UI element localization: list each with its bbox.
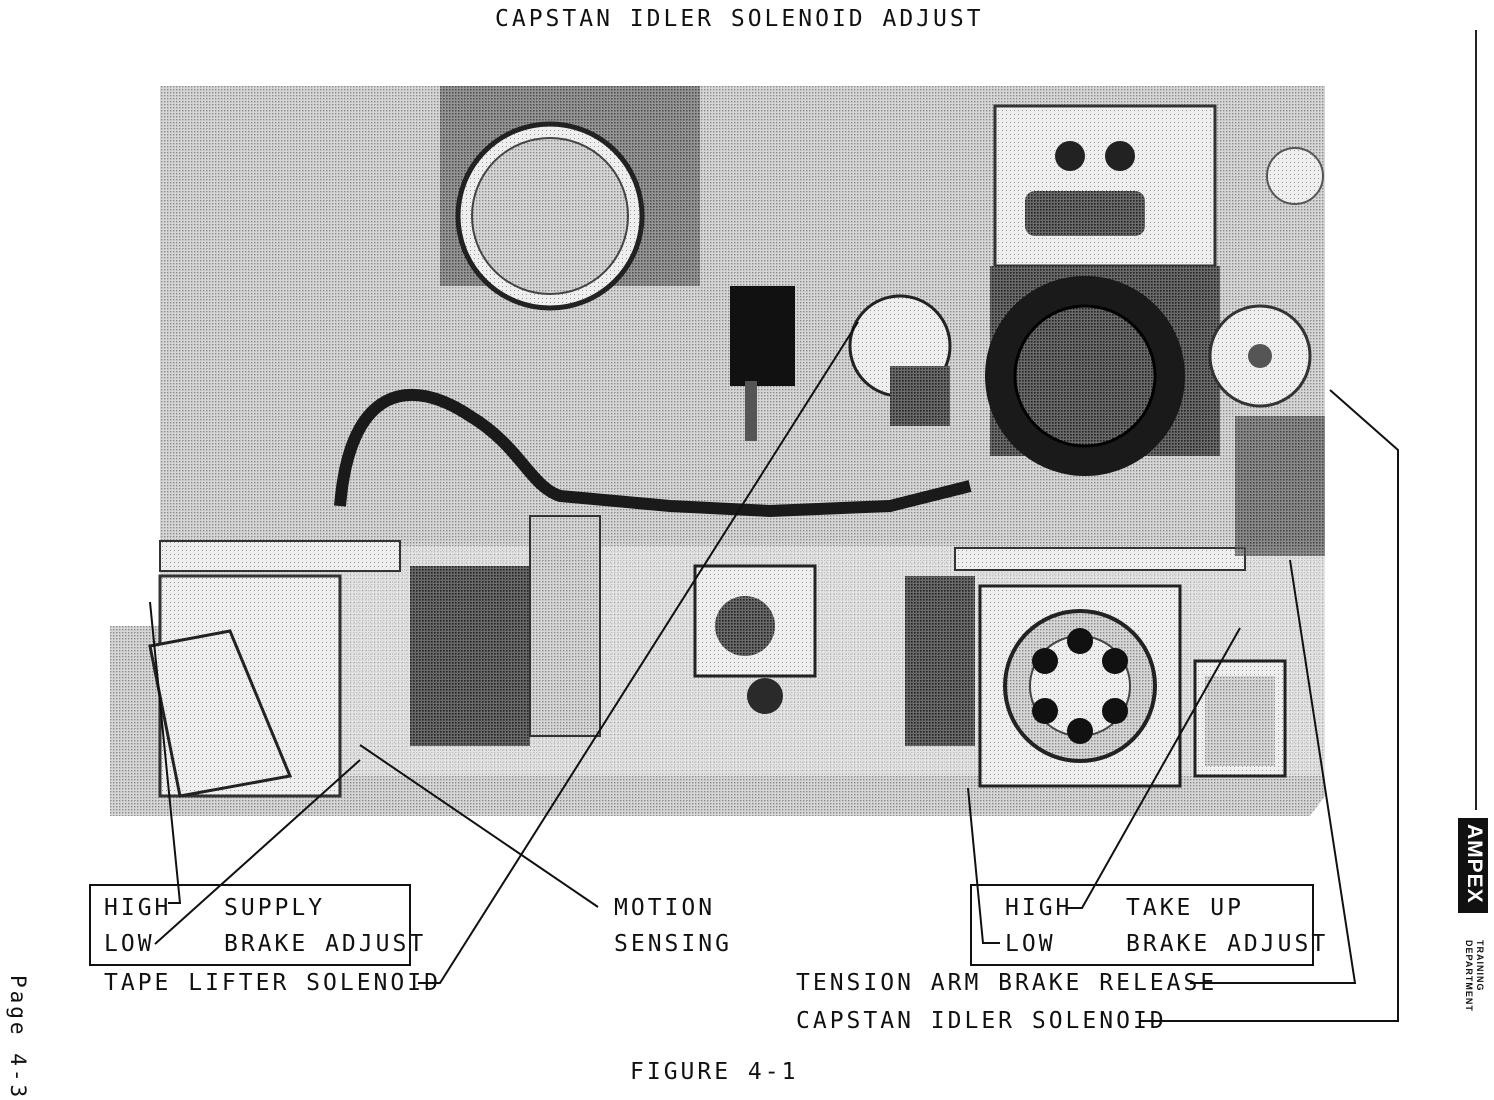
motion-label: MOTION (614, 895, 716, 921)
leader-takeup-high (1066, 627, 1241, 909)
page-title: CAPSTAN IDLER SOLENOID ADJUST (495, 6, 984, 32)
leader-tension-arm (1190, 559, 1357, 984)
tension-arm-label: TENSION ARM BRAKE RELEASE (796, 970, 1218, 996)
supply-brake-adjust-label: BRAKE ADJUST (224, 931, 427, 957)
supply-brake-box (89, 884, 411, 966)
edge-rule (1475, 30, 1477, 810)
sensing-label: SENSING (614, 931, 732, 957)
leader-motion-sensing (359, 744, 599, 908)
tape-lifter-label: TAPE LIFTER SOLENOID (104, 970, 441, 996)
ampex-logo-text: AMPEX (1463, 824, 1486, 904)
supply-low-label: LOW (104, 931, 155, 957)
takeup-label: TAKE UP (1126, 895, 1244, 921)
supply-high-label: HIGH (104, 895, 172, 921)
tab-line-2: DEPARTMENT (1464, 940, 1474, 1012)
leader-capstan-idler (1140, 389, 1399, 1022)
ampex-logo: AMPEX (1458, 818, 1488, 913)
takeup-brake-box (970, 884, 1314, 966)
figure-caption: FIGURE 4-1 (630, 1059, 799, 1085)
leader-supply-high (149, 601, 182, 904)
page-number: Page 4-3 (6, 975, 30, 1100)
takeup-low-label: LOW (1005, 931, 1056, 957)
transport-photograph (110, 86, 1325, 816)
leader-takeup-low (967, 787, 1000, 944)
takeup-brake-adjust-label: BRAKE ADJUST (1126, 931, 1329, 957)
tab-line-1: TRAINING (1475, 940, 1485, 992)
capstan-idler-label: CAPSTAN IDLER SOLENOID (796, 1008, 1167, 1034)
leader-tape-lifter (418, 321, 859, 984)
supply-label: SUPPLY (224, 895, 326, 921)
leader-supply-low (154, 759, 361, 945)
takeup-high-label: HIGH (1005, 895, 1073, 921)
